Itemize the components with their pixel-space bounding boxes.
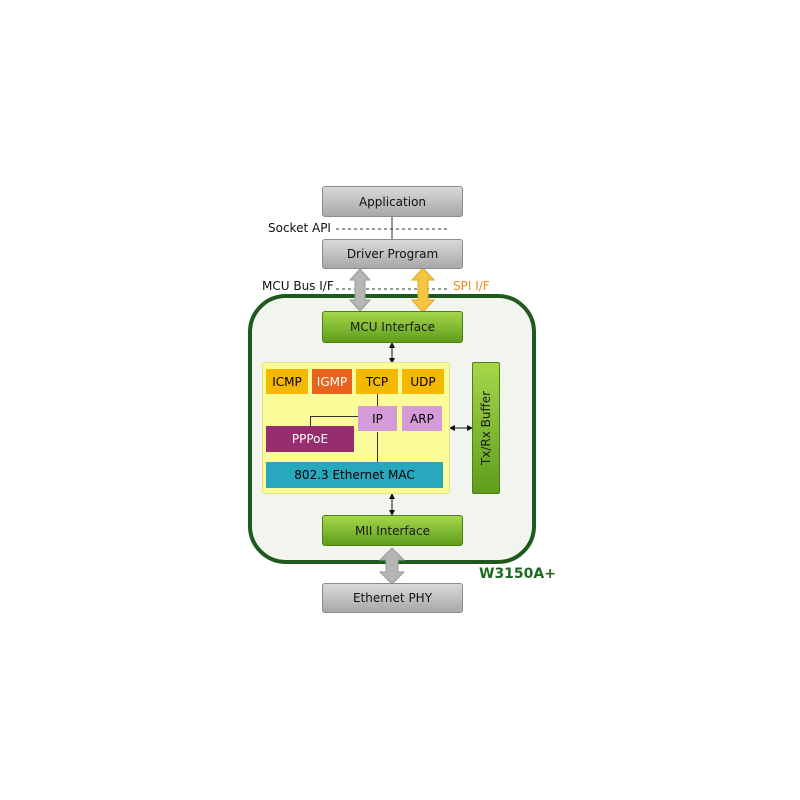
- mcu-interface-label: MCU Interface: [349, 320, 436, 334]
- tcp-label: TCP: [365, 374, 389, 389]
- tcp-block: TCP: [356, 369, 398, 394]
- chip-name-label: W3150A+: [479, 566, 556, 582]
- tx-rx-buffer-label: Tx/Rx Buffer: [479, 390, 493, 466]
- pppoe-label: PPPoE: [291, 432, 329, 446]
- ip-block: IP: [358, 406, 397, 431]
- ip-mac-line: [377, 432, 378, 462]
- ip-pppoe-line-h: [310, 416, 358, 417]
- ethernet-mac-label: 802.3 Ethernet MAC: [294, 468, 415, 482]
- application-label: Application: [358, 194, 427, 209]
- ip-pppoe-line-v: [310, 416, 311, 426]
- arp-label: ARP: [410, 411, 434, 426]
- tcp-ip-line: [377, 394, 378, 406]
- ip-label: IP: [372, 411, 383, 426]
- socket-api-label: Socket API: [268, 221, 331, 235]
- application-box: Application: [322, 186, 463, 217]
- icmp-block: ICMP: [266, 369, 308, 394]
- udp-block: UDP: [402, 369, 444, 394]
- igmp-block: IGMP: [312, 369, 352, 394]
- arp-block: ARP: [402, 406, 442, 431]
- ethernet-mac-block: 802.3 Ethernet MAC: [266, 462, 443, 488]
- mii-interface-label: MII Interface: [355, 523, 430, 538]
- driver-program-box: Driver Program: [322, 239, 463, 269]
- mii-interface-box: MII Interface: [322, 515, 463, 546]
- mcu-bus-if-label: MCU Bus I/F: [262, 279, 334, 293]
- pppoe-block: PPPoE: [266, 426, 354, 452]
- ethernet-phy-box: Ethernet PHY: [322, 583, 463, 613]
- udp-label: UDP: [410, 374, 436, 389]
- spi-if-label: SPI I/F: [453, 279, 490, 293]
- tx-rx-buffer-box: Tx/Rx Buffer: [472, 362, 500, 494]
- icmp-label: ICMP: [272, 374, 302, 389]
- driver-program-label: Driver Program: [346, 247, 439, 261]
- mcu-interface-box: MCU Interface: [322, 311, 463, 343]
- igmp-label: IGMP: [316, 374, 348, 389]
- ethernet-phy-label: Ethernet PHY: [352, 591, 433, 605]
